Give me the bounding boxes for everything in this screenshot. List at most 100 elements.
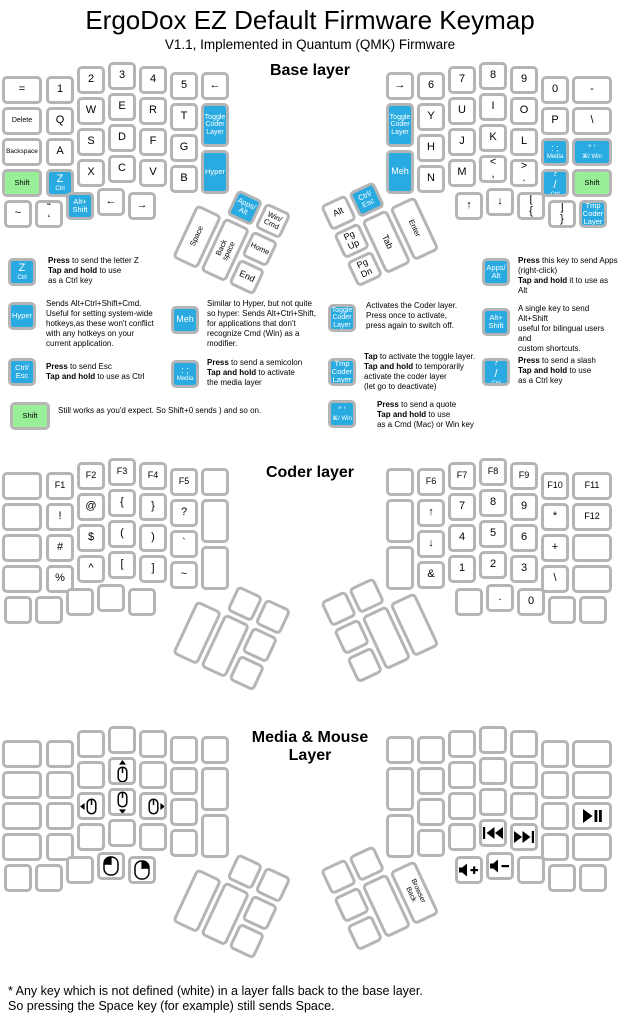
coder-left-blank-key	[2, 534, 42, 562]
key-label: Pg Up	[342, 228, 361, 252]
base-left-key-alt-shift: Alt+ Shift	[66, 192, 94, 220]
key-label: &	[427, 568, 435, 581]
footer-line-2: So pressing the Space key (for example) …	[8, 999, 335, 1013]
coder-left-blank-key	[97, 584, 125, 612]
key-label: Win/ Cmd	[262, 209, 284, 232]
key-label: X	[87, 166, 95, 179]
coder-right-key-symbol: &	[417, 561, 445, 589]
key-label: 5	[489, 527, 497, 540]
key-label: 9	[520, 73, 528, 86]
key-label: Hyper	[204, 166, 225, 176]
base-left-key-symbol: “ ‘	[35, 200, 63, 228]
base-right-key-l: L	[510, 128, 538, 156]
volume-up-icon	[458, 863, 480, 877]
coder-left-blank-key	[201, 468, 229, 496]
base-right-key-u: U	[448, 97, 476, 125]
key-label: 6	[427, 79, 435, 92]
key-label: > .	[520, 160, 528, 184]
coder-left-blank-key	[201, 499, 229, 543]
legend-text-hyper: Sends Alt+Ctrl+Shift+Cmd.Useful for sett…	[46, 299, 154, 348]
key-label: Q	[55, 114, 65, 127]
key-label: Apps/ Alt	[236, 195, 258, 217]
coder-right-key-f11: F11	[572, 472, 612, 500]
legend-text-shift: Still works as you'd expect. So Shift+0 …	[58, 406, 262, 415]
base-right-key-down-arrow: ↓	[486, 188, 514, 216]
legend-shift-key-shift: Shift	[10, 402, 50, 430]
key-label: @	[85, 500, 97, 513]
coder-left-key-symbol: ?	[170, 499, 198, 527]
base-left-key-delete: Delete	[2, 107, 42, 135]
key-label: F	[149, 135, 157, 148]
media-left-blank-key	[2, 740, 42, 768]
media-right-blank-key	[510, 730, 538, 758]
key-label: E	[118, 100, 126, 113]
coder-left-key-f5: F5	[170, 468, 198, 496]
base-right-key-symbol: -	[572, 76, 612, 104]
key-label: ] }	[560, 201, 564, 225]
coder-left-blank-key	[2, 503, 42, 531]
media-right-volume-down-key	[486, 852, 514, 880]
key-label: : ;	[551, 142, 559, 153]
mouse-left-icon	[80, 797, 102, 815]
coder-left-blank-key	[2, 472, 42, 500]
media-left-blank-key	[139, 823, 167, 851]
media-left-blank-key	[170, 736, 198, 764]
media-left-blank-key	[66, 856, 94, 884]
coder-right-key-9: 9	[510, 493, 538, 521]
base-right-key-n: N	[417, 165, 445, 193]
legend-slash-ctrl-key-symbol: ? /Ctrl	[482, 358, 510, 386]
base-left-key-left-arrow: ←	[97, 188, 125, 216]
base-left-key-left-arrow: ←	[201, 72, 229, 100]
key-label: 2	[489, 558, 497, 571]
coder-left-blank-key	[66, 588, 94, 616]
coder-left-blank-key	[201, 546, 229, 590]
key-label: ~	[14, 207, 22, 220]
key-label: ? /	[551, 169, 559, 191]
base-left-key-toggle-coder-layer: Toggle Coder Layer	[201, 103, 229, 147]
key-label: 0	[527, 595, 535, 608]
media-left-blank-key	[77, 761, 105, 789]
media-right-blank-key	[479, 757, 507, 785]
coder-right-blank-key	[455, 588, 483, 616]
key-label: Tmp Coder Layer	[582, 200, 604, 227]
base-left-key-e: E	[108, 93, 136, 121]
base-left-key-s: S	[77, 128, 105, 156]
coder-left-key-symbol: ^	[77, 555, 105, 583]
legend-hyper-key-hyper: Hyper	[8, 302, 36, 330]
key-sublabel: Ctrl	[550, 192, 560, 197]
key-label: [	[120, 558, 124, 571]
base-right-key-o: O	[510, 97, 538, 125]
coder-right-key-3: 3	[510, 555, 538, 583]
legend-semicolon-media-key-symbol: : ;Media	[171, 360, 199, 388]
base-right-key-k: K	[479, 124, 507, 152]
key-label: ←	[209, 79, 221, 92]
base-left-key-a: A	[46, 138, 74, 166]
key-label: S	[87, 135, 95, 148]
key-label: 3	[520, 562, 528, 575]
coder-left-key-f3: F3	[108, 458, 136, 486]
legend-text-toggle-coder: Activates the Coder layer.Press once to …	[366, 301, 458, 330]
key-label: 8	[489, 69, 497, 82]
base-left-key-w: W	[77, 97, 105, 125]
key-label: L	[520, 135, 528, 148]
key-label: Space	[188, 224, 206, 249]
media-right-blank-key	[417, 798, 445, 826]
media-left-blank-key	[170, 767, 198, 795]
coder-right-key-f6: F6	[417, 468, 445, 496]
key-label: W	[85, 104, 97, 117]
key-label: F7	[456, 470, 468, 481]
key-label: )	[151, 531, 155, 544]
base-right-key-symbol: : ;Media	[541, 138, 569, 166]
base-right-key-j: J	[448, 128, 476, 156]
legend-quote-win-key-symbol: “ ‘⌘/ Win	[328, 400, 356, 428]
media-right-blank-key	[541, 833, 569, 861]
coder-right-key-1: 1	[448, 555, 476, 583]
media-right-blank-key	[417, 767, 445, 795]
key-label: Back space	[213, 238, 237, 263]
key-label: R	[149, 104, 157, 117]
media-left-blank-key	[2, 771, 42, 799]
key-label: Apps/ Alt	[486, 262, 506, 280]
key-label: Browser Back	[404, 877, 427, 905]
prev-track-icon	[483, 827, 503, 839]
mouse-up-icon	[115, 760, 130, 782]
